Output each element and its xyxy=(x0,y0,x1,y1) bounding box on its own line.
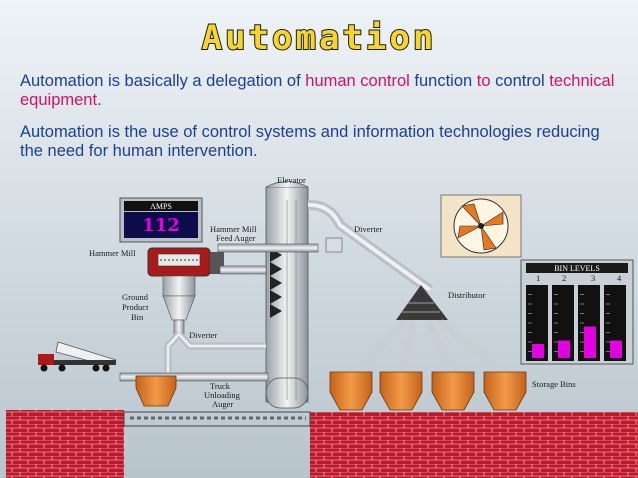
feed-auger xyxy=(217,243,319,253)
bin-level-bar-4 xyxy=(610,340,622,358)
receiving-hopper xyxy=(135,375,177,407)
ground-bin-label-1: Ground xyxy=(122,292,149,302)
bin-number-4: 4 xyxy=(617,273,622,283)
bin-levels-title: BIN LEVELS xyxy=(554,264,600,273)
text-run: control xyxy=(490,72,550,90)
definition-paragraph-2: Automation is the use of control systems… xyxy=(20,123,600,160)
text-run: . xyxy=(97,91,102,109)
diverter-bottom-label: Diverter xyxy=(189,330,217,340)
truck-auger-label-3: Auger xyxy=(212,399,233,409)
distributor xyxy=(353,285,505,375)
ground-product-bin xyxy=(162,275,196,335)
distributor-label: Distributor xyxy=(448,290,485,300)
truck-unloading-auger xyxy=(119,372,269,382)
storage-bins-label: Storage Bins xyxy=(532,379,576,389)
diverter-top-label: Diverter xyxy=(354,224,382,234)
text-run: function xyxy=(409,72,477,90)
fan-icon xyxy=(440,194,522,258)
brick-wall-left xyxy=(6,410,124,478)
bin-number-3: 3 xyxy=(591,273,595,283)
highlight-to: to xyxy=(476,72,491,90)
highlight-equipment: equipment xyxy=(20,91,98,109)
ground-bin-label-2: Product xyxy=(122,302,149,312)
bin-level-bar-3 xyxy=(584,326,596,358)
elevator xyxy=(265,181,309,409)
highlight-technical: technical xyxy=(549,72,615,90)
bin-number-2: 2 xyxy=(562,273,566,283)
dump-truck-icon xyxy=(38,341,117,372)
ground-bin-label-3: Bin xyxy=(131,312,144,322)
storage-bins xyxy=(329,371,527,411)
feed-auger-label-1: Hammer Mill xyxy=(210,224,257,234)
bin-number-1: 1 xyxy=(536,273,540,283)
bin-level-bar-1 xyxy=(532,344,544,358)
text-run: Automation is basically a delegation of xyxy=(20,72,306,90)
highlight-human-control: human control xyxy=(305,72,410,90)
bin-levels-panel: BIN LEVELS 1 2 3 4 xyxy=(520,259,634,365)
truck-auger-label-1: Truck xyxy=(210,381,231,391)
feed-auger-label-2: Feed Auger xyxy=(216,233,256,243)
amps-meter: AMPS 112 xyxy=(119,197,203,243)
rail-track xyxy=(123,411,311,427)
diverter-top xyxy=(307,199,433,295)
truck-auger-label-2: Unloading xyxy=(204,390,241,400)
amps-value: 112 xyxy=(142,215,180,236)
diverter-bottom xyxy=(164,331,266,372)
hammer-mill-label: Hammer Mill xyxy=(89,248,136,258)
amps-label: AMPS xyxy=(150,202,172,211)
slide-title: Automation xyxy=(201,17,437,59)
elevator-label: Elevator xyxy=(277,175,306,185)
definition-paragraph-1: Automation is basically a delegation of … xyxy=(20,72,620,110)
brick-wall-right xyxy=(310,412,638,478)
bin-level-bar-2 xyxy=(558,340,570,358)
hammer-mill xyxy=(147,247,224,277)
